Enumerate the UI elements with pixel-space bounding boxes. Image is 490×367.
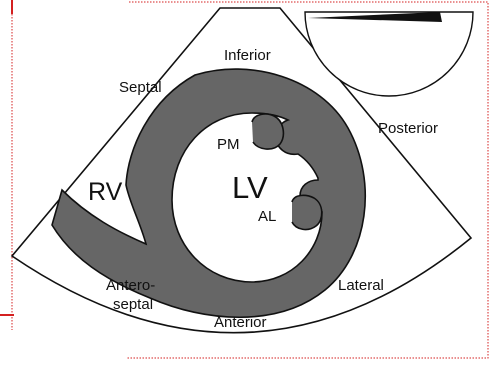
label-lateral: Lateral: [338, 277, 384, 294]
label-anteroseptal-line2: septal: [113, 296, 153, 313]
label-anterior: Anterior: [214, 314, 267, 331]
label-pm: PM: [217, 136, 240, 153]
papillary-muscle-al: [292, 195, 322, 229]
label-rv: RV: [88, 178, 123, 206]
papillary-muscle-pm: [252, 114, 283, 149]
label-septal: Septal: [119, 79, 162, 96]
label-anteroseptal-line1: Antero-: [106, 277, 155, 294]
label-al: AL: [258, 208, 276, 225]
label-lv: LV: [232, 170, 268, 205]
label-inferior: Inferior: [224, 47, 271, 64]
label-posterior: Posterior: [378, 120, 438, 137]
